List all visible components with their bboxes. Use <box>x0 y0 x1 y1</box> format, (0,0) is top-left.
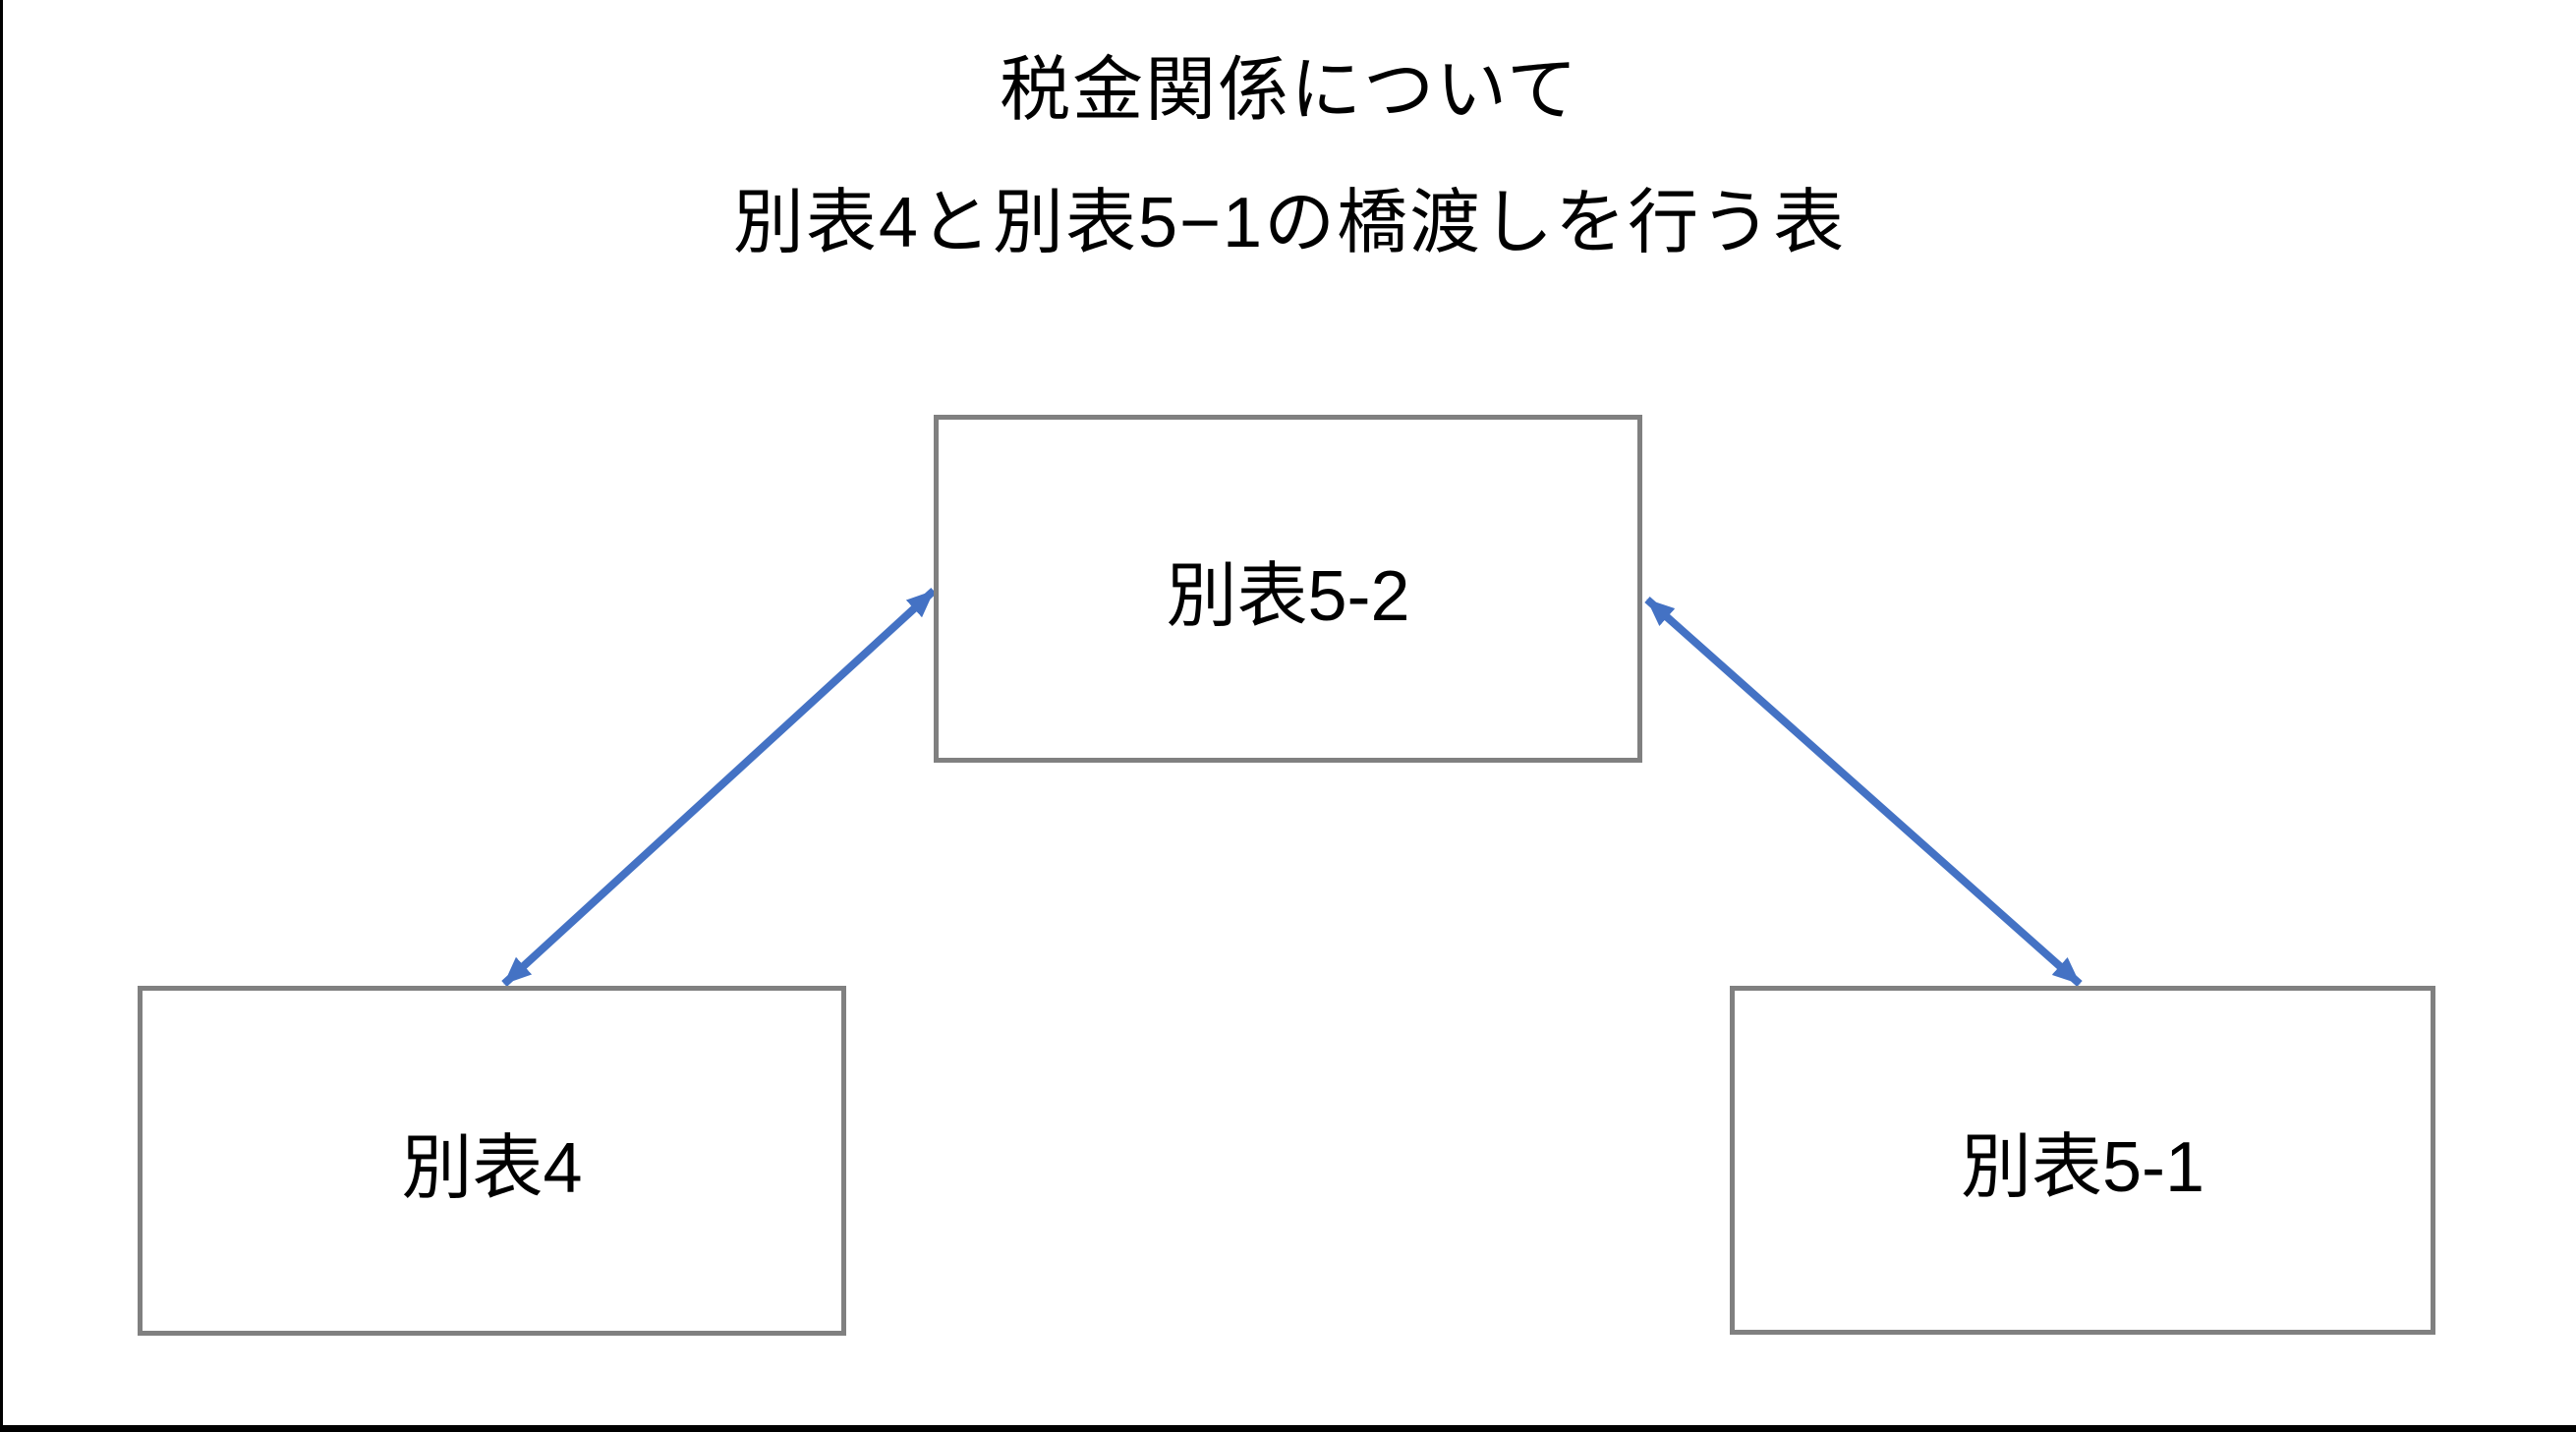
title-line-1: 税金関係について <box>1000 51 1579 130</box>
box-beppyo5-1: 別表5-1 <box>1730 986 2435 1335</box>
box-beppyo4: 別表4 <box>138 986 846 1336</box>
arrow-beppyo5-1-to-beppyo5-2 <box>1644 597 2083 987</box>
title-line-2: 別表4と別表5−1の橋渡しを行う表 <box>732 184 1847 262</box>
box-beppyo4-label: 別表4 <box>401 1128 583 1208</box>
arrow-beppyo4-to-beppyo5-2 <box>501 588 937 987</box>
box-beppyo5-2: 別表5-2 <box>934 415 1642 763</box>
diagram-title: 税金関係について 別表4と別表5−1の橋渡しを行う表 <box>3 25 2576 290</box>
box-beppyo5-2-label: 別表5-2 <box>1166 556 1410 636</box>
box-beppyo5-1-label: 別表5-1 <box>1960 1128 2205 1207</box>
